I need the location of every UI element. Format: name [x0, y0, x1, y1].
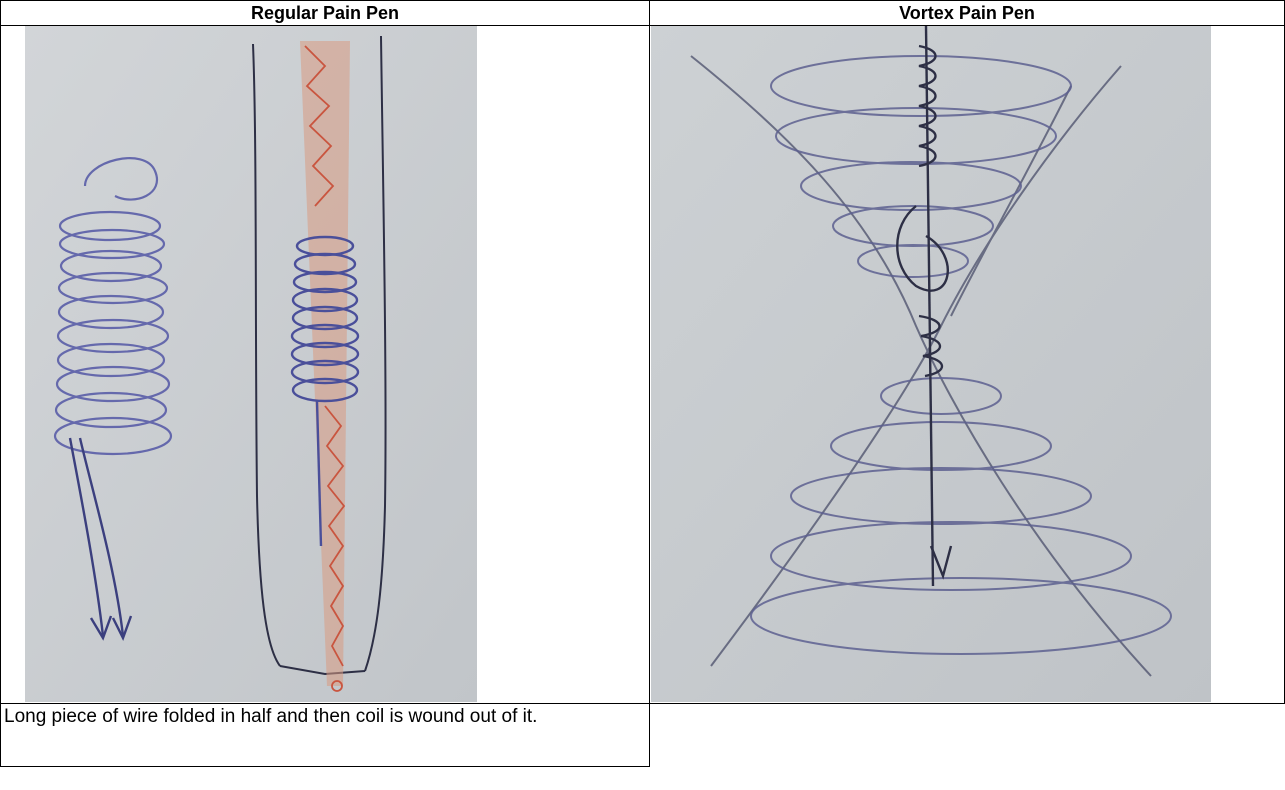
regular-pain-pen-sketch [25, 26, 477, 702]
comparison-table: Regular Pain Pen Vortex Pain Pen [0, 0, 1285, 767]
header-regular-pain-pen: Regular Pain Pen [1, 1, 650, 26]
regular-pen-image-cell [1, 26, 650, 704]
image-row [1, 26, 1285, 704]
description-row: Long piece of wire folded in half and th… [1, 704, 1285, 767]
header-row: Regular Pain Pen Vortex Pain Pen [1, 1, 1285, 26]
vortex-pain-pen-sketch [651, 26, 1211, 702]
header-vortex-pain-pen: Vortex Pain Pen [650, 1, 1285, 26]
vortex-pen-description [650, 704, 1285, 767]
vortex-pen-image-cell [650, 26, 1285, 704]
regular-pen-description: Long piece of wire folded in half and th… [1, 704, 650, 767]
